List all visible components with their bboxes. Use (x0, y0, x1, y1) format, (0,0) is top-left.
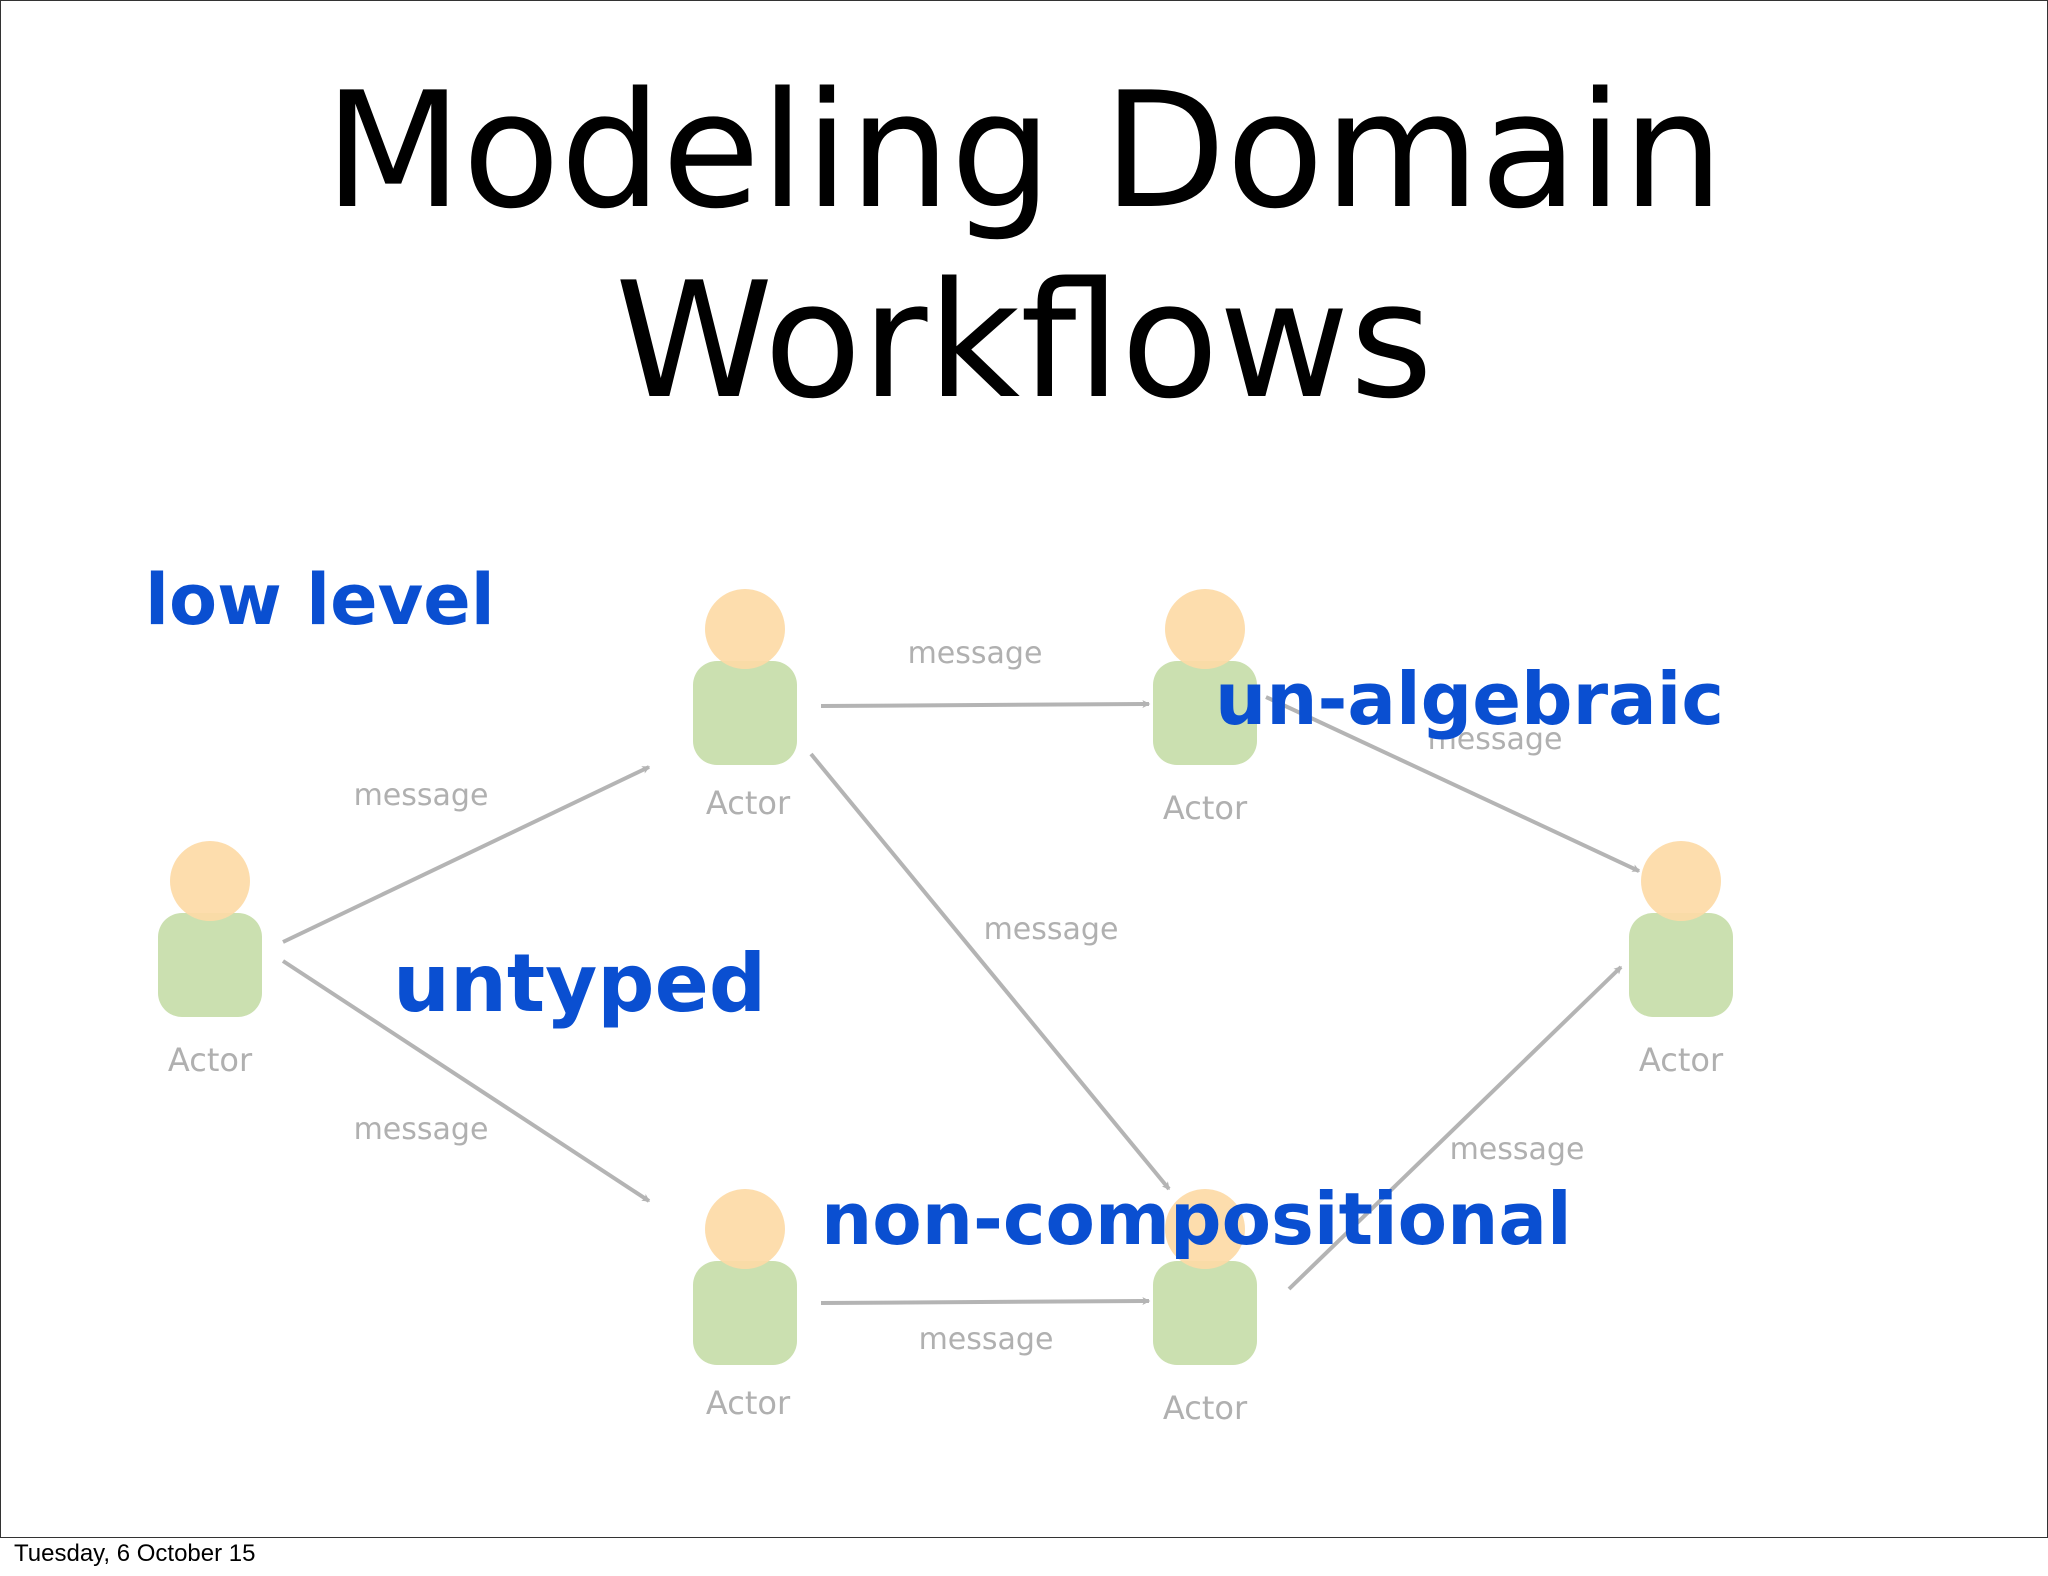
message-label: message (908, 636, 1043, 671)
annotation-un-algebraic: un-algebraic (1215, 657, 1725, 741)
actor-label: Actor (168, 1041, 253, 1079)
actor-head (1165, 589, 1245, 669)
actor-head (705, 1189, 785, 1269)
slide-title: Modeling Domain Workflows (1, 56, 2047, 436)
actor-label: Actor (706, 784, 791, 822)
annotation-non-compositional: non-compositional (821, 1177, 1572, 1261)
annotation-untyped: untyped (393, 937, 767, 1030)
actor-body (1629, 913, 1733, 1017)
actor-head (170, 841, 250, 921)
actor-body (693, 1261, 797, 1365)
arrow-bottomright-to-far (1287, 965, 1623, 1291)
footer-date: Tuesday, 6 October 15 (14, 1540, 256, 1567)
message-label: message (919, 1322, 1054, 1357)
message-labels: message message message message message … (354, 636, 1585, 1357)
message-label: message (1428, 722, 1563, 757)
arrow-topmid-to-topright (820, 700, 1151, 709)
slide: Modeling Domain Workflows message messag… (0, 0, 2048, 1538)
title-line-1: Modeling Domain (324, 57, 1724, 244)
actor-body (693, 661, 797, 765)
actor-head (1165, 1189, 1245, 1269)
message-label: message (354, 778, 489, 813)
actor-bottom-right: Actor (1153, 1189, 1257, 1427)
title-line-2: Workflows (614, 247, 1434, 434)
actor-left: Actor (158, 841, 262, 1079)
arrow-left-to-top (282, 765, 651, 944)
actor-label: Actor (1163, 789, 1248, 827)
actor-body (1153, 1261, 1257, 1365)
actor-head (705, 589, 785, 669)
message-label: message (984, 912, 1119, 947)
actor-label: Actor (1163, 1389, 1248, 1427)
arrow-topmid-to-bottomright (809, 752, 1171, 1191)
actor-workflow-diagram: message message message message message … (158, 589, 1733, 1427)
actor-body (1153, 661, 1257, 765)
arrow-topright-to-far (1265, 695, 1641, 873)
message-arrows (281, 695, 1641, 1306)
message-label: message (354, 1112, 489, 1147)
arrow-bottommid-to-bottomright (820, 1297, 1151, 1306)
message-label: message (1450, 1132, 1585, 1167)
annotation-low-level: low level (145, 559, 495, 641)
actor-body (158, 913, 262, 1017)
actor-far-right: Actor (1629, 841, 1733, 1079)
actor-bottom-mid: Actor (693, 1189, 797, 1422)
actor-top-mid: Actor (693, 589, 797, 822)
actor-top-right: Actor (1153, 589, 1257, 827)
actor-head (1641, 841, 1721, 921)
actor-label: Actor (706, 1384, 791, 1422)
actor-label: Actor (1639, 1041, 1724, 1079)
arrow-left-to-bottom (281, 959, 651, 1203)
